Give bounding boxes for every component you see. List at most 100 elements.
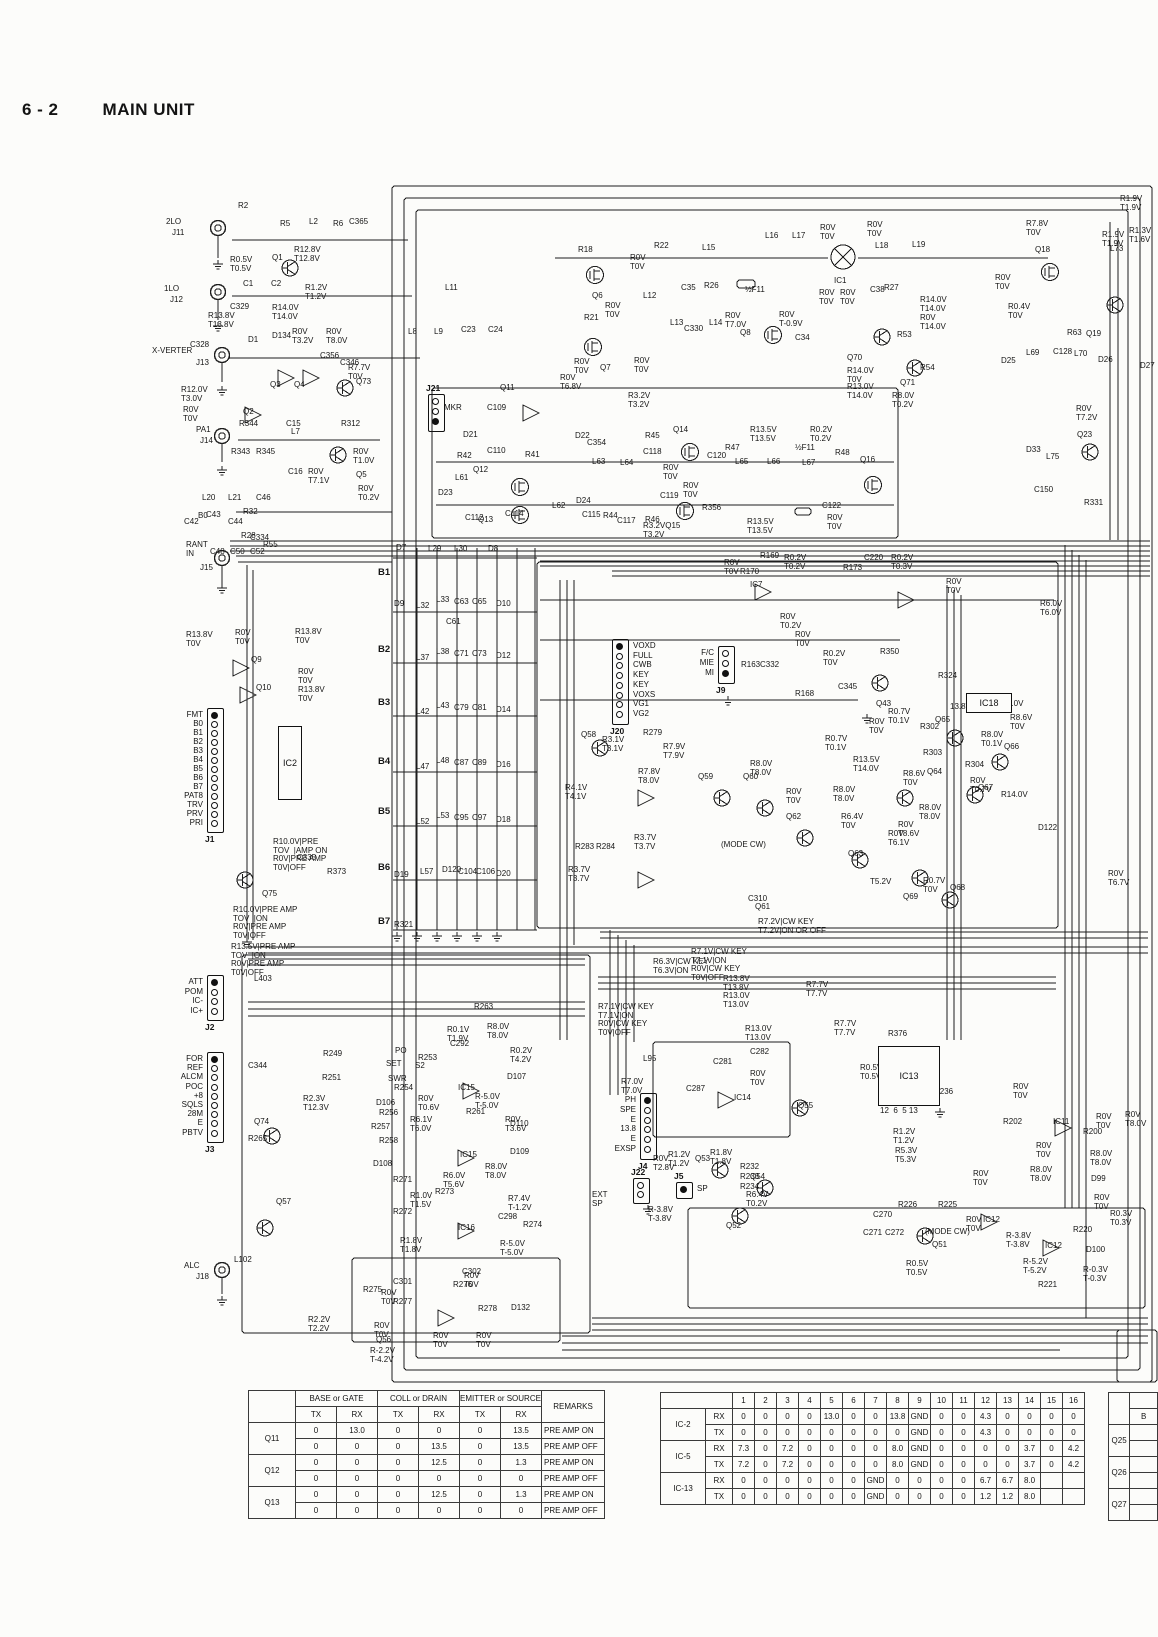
component-label: D134 bbox=[272, 331, 292, 340]
transistor-label: Q60 bbox=[743, 772, 759, 781]
table-cell: 0 bbox=[974, 1440, 997, 1457]
voltage-label: R7.9V T7.9V bbox=[663, 742, 686, 760]
component-label: C50 bbox=[230, 547, 245, 556]
voltage-label: R257 bbox=[371, 1122, 391, 1131]
voltage-label: R253 bbox=[418, 1053, 438, 1062]
voltage-label: R1.2V T1.2V bbox=[668, 1150, 691, 1168]
table-cell: TX bbox=[377, 1406, 419, 1423]
voltage-label: R0V T3.6V bbox=[505, 1115, 527, 1133]
table-cell: 0 bbox=[377, 1438, 419, 1455]
mode-cell: RX bbox=[705, 1408, 733, 1425]
voltage-label: R1.0V T1.5V bbox=[410, 1191, 433, 1209]
component-label: C24 bbox=[488, 325, 503, 334]
component-label: L70 bbox=[1074, 349, 1088, 358]
voltage-label: R275 bbox=[363, 1285, 383, 1294]
component-label: C95 bbox=[454, 813, 469, 822]
connector-pin-label: REF bbox=[187, 1063, 203, 1073]
transistor-id-cell: Q11 bbox=[248, 1422, 296, 1455]
connector-pin bbox=[211, 1083, 218, 1091]
table-cell: 0 bbox=[952, 1472, 975, 1489]
transistor-label: Q64 bbox=[927, 767, 943, 776]
table-cell: 0 bbox=[908, 1488, 931, 1505]
table-cell bbox=[1062, 1472, 1085, 1489]
component-label: D12 bbox=[496, 651, 511, 660]
voltage-label: R233 bbox=[740, 1172, 760, 1181]
component-label: D22 bbox=[575, 431, 590, 440]
connector-pin bbox=[616, 681, 623, 689]
voltage-label: R0.2V T0.3V bbox=[891, 553, 914, 571]
connector-pin-label: +8 bbox=[193, 1090, 203, 1100]
transistor-id-cell: Q26 bbox=[1107, 1456, 1131, 1489]
component-label: C117 bbox=[617, 516, 636, 525]
component-label: L8 bbox=[408, 327, 417, 336]
component-label: C281 bbox=[713, 1057, 733, 1066]
voltage-label: R225 bbox=[938, 1200, 958, 1209]
voltage-label: R8.0V T8.0V bbox=[750, 759, 773, 777]
voltage-label: R13.8V T13.8V R13.0V T13.0V bbox=[723, 974, 750, 1009]
voltage-label: R13.8V T0V bbox=[186, 630, 213, 648]
npn-symbol bbox=[873, 328, 891, 346]
voltage-label: R1.3V T1.6V bbox=[1129, 226, 1152, 244]
gnd-symbol bbox=[471, 931, 483, 942]
voltage-label: R0V T7.1V bbox=[308, 467, 330, 485]
transistor-label: Q71 bbox=[900, 378, 916, 387]
component-label: L53 bbox=[436, 811, 450, 820]
transistor-label: Q16 bbox=[860, 455, 876, 464]
voltage-label: R173 bbox=[843, 563, 863, 572]
gnd-symbol bbox=[934, 1107, 946, 1118]
table-cell: 0 bbox=[952, 1408, 975, 1425]
component-label: C43 bbox=[206, 510, 221, 519]
table-cell: RX bbox=[418, 1406, 460, 1423]
voltage-label: R8.0V T8.0V bbox=[1030, 1165, 1053, 1183]
connector-pin-label: FOR bbox=[186, 1054, 203, 1063]
table-cell: 0 bbox=[842, 1488, 865, 1505]
component-label: C44 bbox=[228, 517, 243, 526]
voltage-label: R163 bbox=[741, 660, 761, 669]
transistor-label: Q11 bbox=[500, 383, 515, 392]
voltage-label: R324 bbox=[938, 671, 958, 680]
table-cell: 0 bbox=[1040, 1408, 1063, 1425]
transistor-label: Q1 bbox=[272, 253, 283, 262]
npn-symbol bbox=[1106, 296, 1124, 314]
table-cell: 0 bbox=[295, 1470, 337, 1487]
npn-symbol bbox=[329, 446, 347, 464]
component-label: PO bbox=[395, 1046, 407, 1055]
connector-j20 bbox=[612, 639, 629, 725]
voltage-label: R7.7V T0V bbox=[348, 363, 371, 381]
component-label: L95 bbox=[643, 1054, 657, 1063]
component-label: C346 bbox=[340, 358, 360, 367]
pin-number-header: 13 bbox=[996, 1392, 1019, 1409]
component-label: 2LO bbox=[166, 217, 182, 226]
voltage-label: R-3.8V T-3.8V bbox=[648, 1205, 673, 1223]
voltage-label: R6 bbox=[333, 219, 344, 228]
voltage-label: R-5.2V T-5.2V bbox=[1023, 1257, 1048, 1275]
component-label: MKR bbox=[444, 403, 462, 412]
component-label: L33 bbox=[436, 595, 450, 604]
table-cell: 0 bbox=[459, 1438, 501, 1455]
frame-box bbox=[794, 507, 812, 516]
connector-pin bbox=[211, 1120, 218, 1128]
table-cell: 0 bbox=[996, 1440, 1019, 1457]
component-label: 1LO bbox=[164, 284, 180, 293]
voltage-label: R263 bbox=[474, 1002, 494, 1011]
table-cell: 13.5 bbox=[418, 1438, 460, 1455]
component-label: L12 bbox=[643, 291, 657, 300]
component-label: J14 bbox=[200, 436, 213, 445]
voltage-label: R8.0V T8.0V bbox=[833, 785, 856, 803]
transistor-label: Q55 bbox=[798, 1101, 814, 1110]
component-label: C34 bbox=[795, 333, 810, 342]
connector-id-label: J21 bbox=[426, 383, 441, 393]
opamp-symbol bbox=[437, 1309, 455, 1327]
table-cell: PRE AMP ON bbox=[541, 1454, 605, 1471]
pin-number-header: 15 bbox=[1040, 1392, 1063, 1409]
frame-box bbox=[652, 1041, 791, 1138]
connector-pin-label: B1 bbox=[193, 728, 203, 737]
component-label: X-VERTER bbox=[152, 346, 193, 355]
connector-j2 bbox=[207, 975, 224, 1021]
voltage-label: R0.5V T0.5V bbox=[860, 1063, 883, 1081]
component-label: C302 bbox=[462, 1267, 482, 1276]
connector-id-label: J20 bbox=[610, 725, 625, 736]
voltage-label: R47 bbox=[725, 443, 740, 452]
component-label: D10 bbox=[496, 599, 511, 608]
component-label: D109 bbox=[510, 1147, 530, 1156]
